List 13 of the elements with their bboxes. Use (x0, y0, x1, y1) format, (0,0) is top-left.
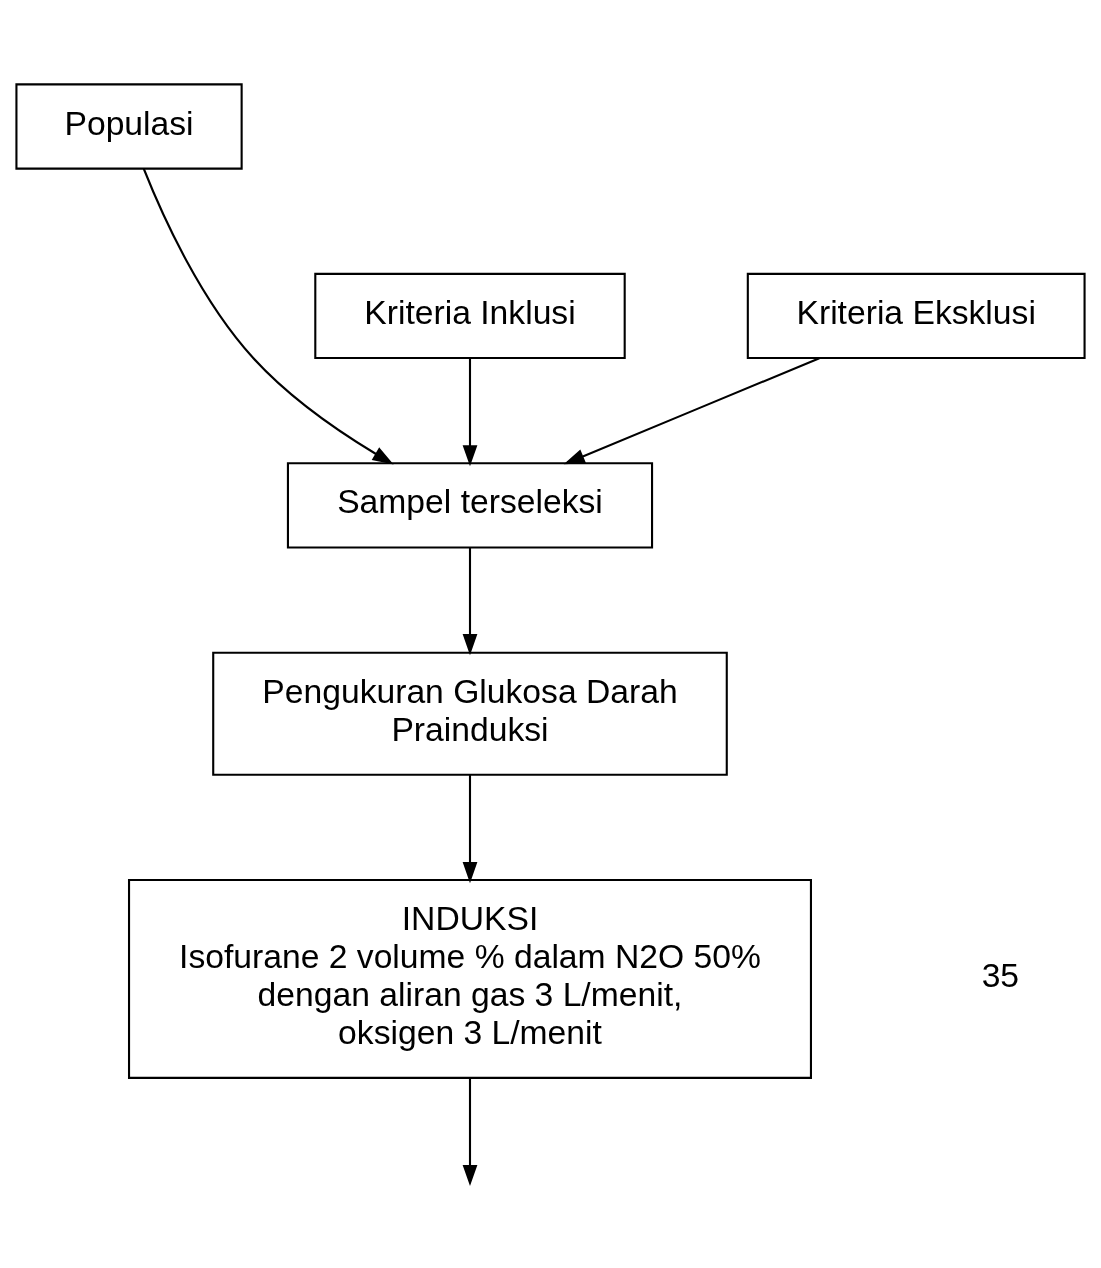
arrow (563, 356, 820, 464)
arrow (462, 1077, 478, 1186)
node-box: Pengukuran Glukosa Darah Prainduksi (212, 651, 728, 776)
node-box: Populasi (15, 82, 243, 170)
node-box: Kriteria Inklusi (314, 272, 626, 359)
arrow (462, 774, 478, 883)
label: 35 (981, 956, 1020, 994)
arrow (142, 167, 394, 464)
arrow (462, 357, 478, 466)
node-box: Kriteria Eksklusi (746, 272, 1086, 359)
arrow (462, 547, 478, 655)
node-box: INDUKSI Isofurane 2 volume % dalam N2O 50% dengan aliran gas 3 L/menit, oksigen 3 L/menit (128, 878, 812, 1079)
node-box: Sampel terseleksi (286, 461, 654, 548)
